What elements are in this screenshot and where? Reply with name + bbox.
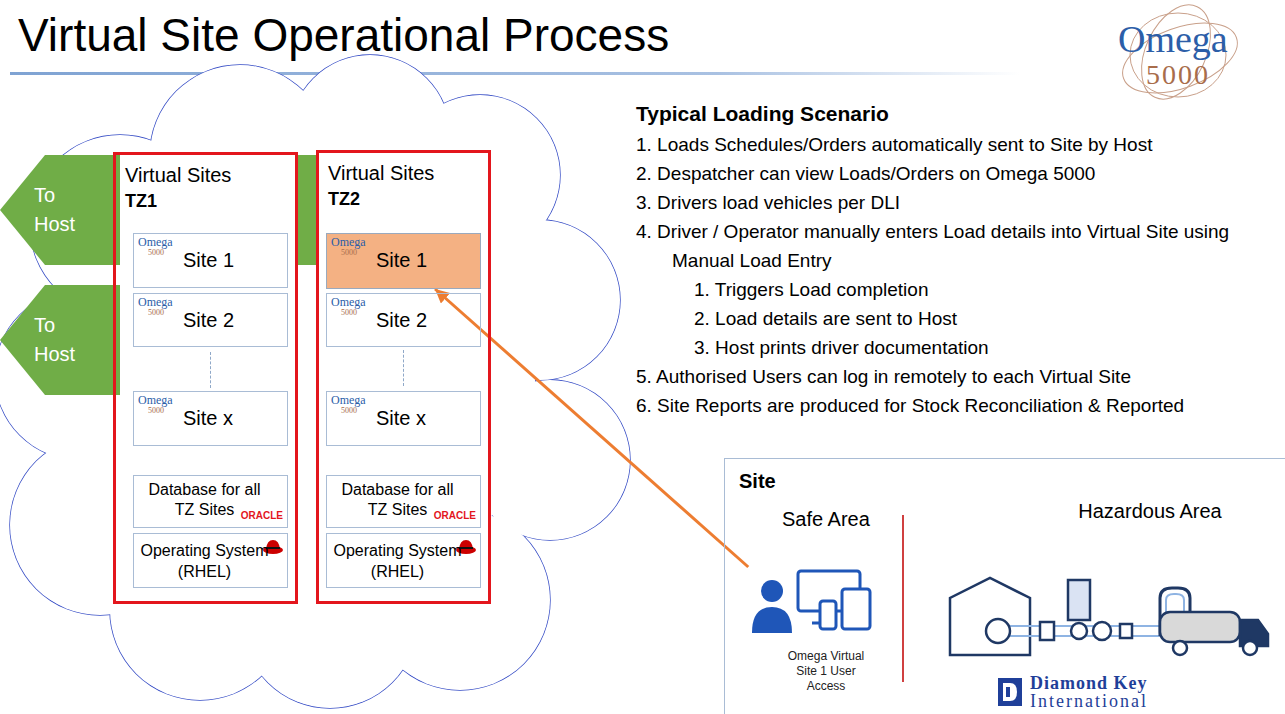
site-name: Site x	[376, 406, 426, 430]
cloud-fill	[0, 55, 630, 708]
virtual-site-box: Omega5000 Site 1	[326, 233, 481, 289]
sub-step: 3. Host prints driver documentation	[636, 333, 1281, 362]
logo-number: 5000	[1146, 60, 1210, 90]
logo-orbits	[1113, 0, 1246, 110]
oracle-mark: ORACLE	[434, 510, 476, 522]
group-heading: Virtual Sites	[328, 161, 434, 185]
mini-logo-word: Omega	[331, 394, 366, 407]
mini-logo-word: Omega	[331, 236, 366, 249]
area-label: Safe Area	[782, 507, 870, 531]
user-devices-icon	[746, 567, 896, 637]
virtual-site-box: Omega5000 Site 2	[133, 293, 288, 347]
company-name: Diamond Key	[1030, 674, 1148, 693]
os-label: Operating System (RHEL)	[333, 540, 462, 582]
virtual-site-box: Omega5000 Site 2	[326, 293, 481, 347]
mini-logo-word: Omega	[331, 296, 366, 309]
mini-logo-number: 5000	[341, 308, 357, 317]
database-box: Database for all TZ SitesORACLE	[326, 475, 481, 528]
area-label: Hazardous Area	[1075, 497, 1225, 526]
host-arrow: To Host	[0, 285, 120, 395]
arrow-shape	[0, 155, 120, 265]
loading-bay-illustration	[950, 578, 1268, 655]
host-band	[298, 155, 318, 265]
os-box: Operating System (RHEL)	[133, 533, 288, 588]
panel-heading: Site	[739, 469, 776, 493]
site-name: Site x	[183, 406, 233, 430]
continuation-dash	[210, 352, 211, 388]
mini-logo-number: 5000	[148, 248, 164, 257]
logo-word: Omega	[1118, 18, 1228, 60]
group-zone: TZ1	[125, 190, 157, 212]
mini-logo-number: 5000	[148, 406, 164, 415]
os-label: Operating System (RHEL)	[140, 540, 269, 582]
access-arrow	[435, 289, 748, 567]
diamond-key-emblem	[998, 678, 1022, 706]
step-item: 4. Driver / Operator manually enters Loa…	[636, 217, 1281, 275]
site-name: Site 1	[376, 248, 427, 272]
arrow-label: To Host	[34, 311, 94, 369]
site-panel: SiteSafe Area Hazardous AreaOmega Virtual…	[724, 458, 1285, 714]
host-arrow: To Host	[0, 155, 120, 265]
list-heading: Typical Loading Scenario	[636, 100, 889, 128]
arrow-label: To Host	[34, 181, 94, 239]
step-item: 1. Loads Schedules/Orders automatically …	[636, 130, 1281, 159]
page-title: Virtual Site Operational Process	[18, 6, 669, 64]
title-rule	[10, 72, 1020, 75]
continuation-dash	[403, 350, 404, 386]
step-item: 3. Drivers load vehicles per DLI	[636, 188, 1281, 217]
mini-logo-word: Omega	[138, 236, 173, 249]
mini-logo-word: Omega	[138, 394, 173, 407]
arrow-shape	[0, 285, 120, 395]
group-heading: Virtual Sites	[125, 163, 231, 187]
area-divider	[902, 515, 904, 682]
step-item: 5. Authorised Users can log in remotely …	[636, 362, 1281, 391]
virtual-site-box: Omega5000 Site x	[133, 391, 288, 446]
mini-logo-number: 5000	[341, 248, 357, 257]
mini-logo-word: Omega	[138, 296, 173, 309]
site-name: Site 2	[376, 308, 427, 332]
database-box: Database for all TZ SitesORACLE	[133, 475, 288, 528]
virtual-site-box: Omega5000 Site x	[326, 391, 481, 446]
mini-logo-number: 5000	[148, 308, 164, 317]
step-item: 2. Despatcher can view Loads/Orders on O…	[636, 159, 1281, 188]
user-access-caption: Omega Virtual Site 1 User Access	[776, 649, 876, 694]
sub-step: 1. Triggers Load completion	[636, 275, 1281, 304]
virtual-site-box: Omega5000 Site 1	[133, 233, 288, 288]
site-name: Site 1	[183, 248, 234, 272]
steps-list: 1. Loads Schedules/Orders automatically …	[636, 130, 1281, 420]
timezone-group: Virtual SitesTZ2Omega5000Site 1Omega5000…	[316, 150, 491, 604]
mini-logo-number: 5000	[341, 406, 357, 415]
sub-step: 2. Load details are sent to Host	[636, 304, 1281, 333]
user-access: Omega Virtual Site 1 User Access	[746, 567, 906, 705]
step-item: 6. Site Reports are produced for Stock R…	[636, 391, 1281, 420]
group-zone: TZ2	[328, 188, 360, 210]
os-box: Operating System (RHEL)	[326, 533, 481, 588]
oracle-mark: ORACLE	[241, 510, 283, 522]
company-name: International	[1030, 692, 1148, 711]
timezone-group: Virtual SitesTZ1Omega5000Site 1Omega5000…	[113, 152, 298, 604]
site-name: Site 2	[183, 308, 234, 332]
cloud-outline	[0, 55, 630, 708]
